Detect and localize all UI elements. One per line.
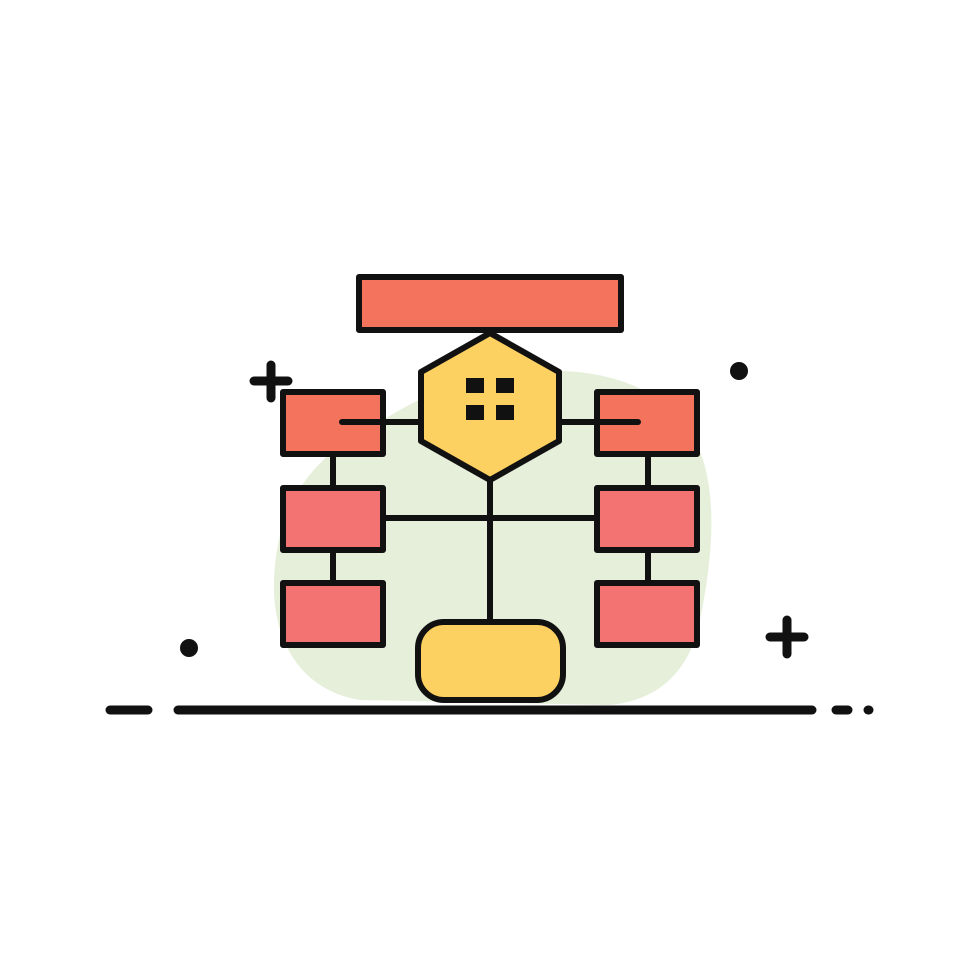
- terminator-node: [415, 619, 566, 703]
- grid-icon: [466, 378, 514, 420]
- left-box-bottom: [280, 580, 386, 648]
- hexagon-node: [418, 330, 562, 483]
- header-bar: [356, 274, 624, 333]
- right-box-bottom: [594, 580, 700, 648]
- dot-decoration: [180, 639, 198, 657]
- plus-icon: [249, 360, 293, 403]
- left-box-middle: [280, 485, 386, 553]
- dot-decoration: [730, 362, 748, 380]
- plus-icon: [765, 615, 809, 659]
- right-box-middle: [594, 485, 700, 553]
